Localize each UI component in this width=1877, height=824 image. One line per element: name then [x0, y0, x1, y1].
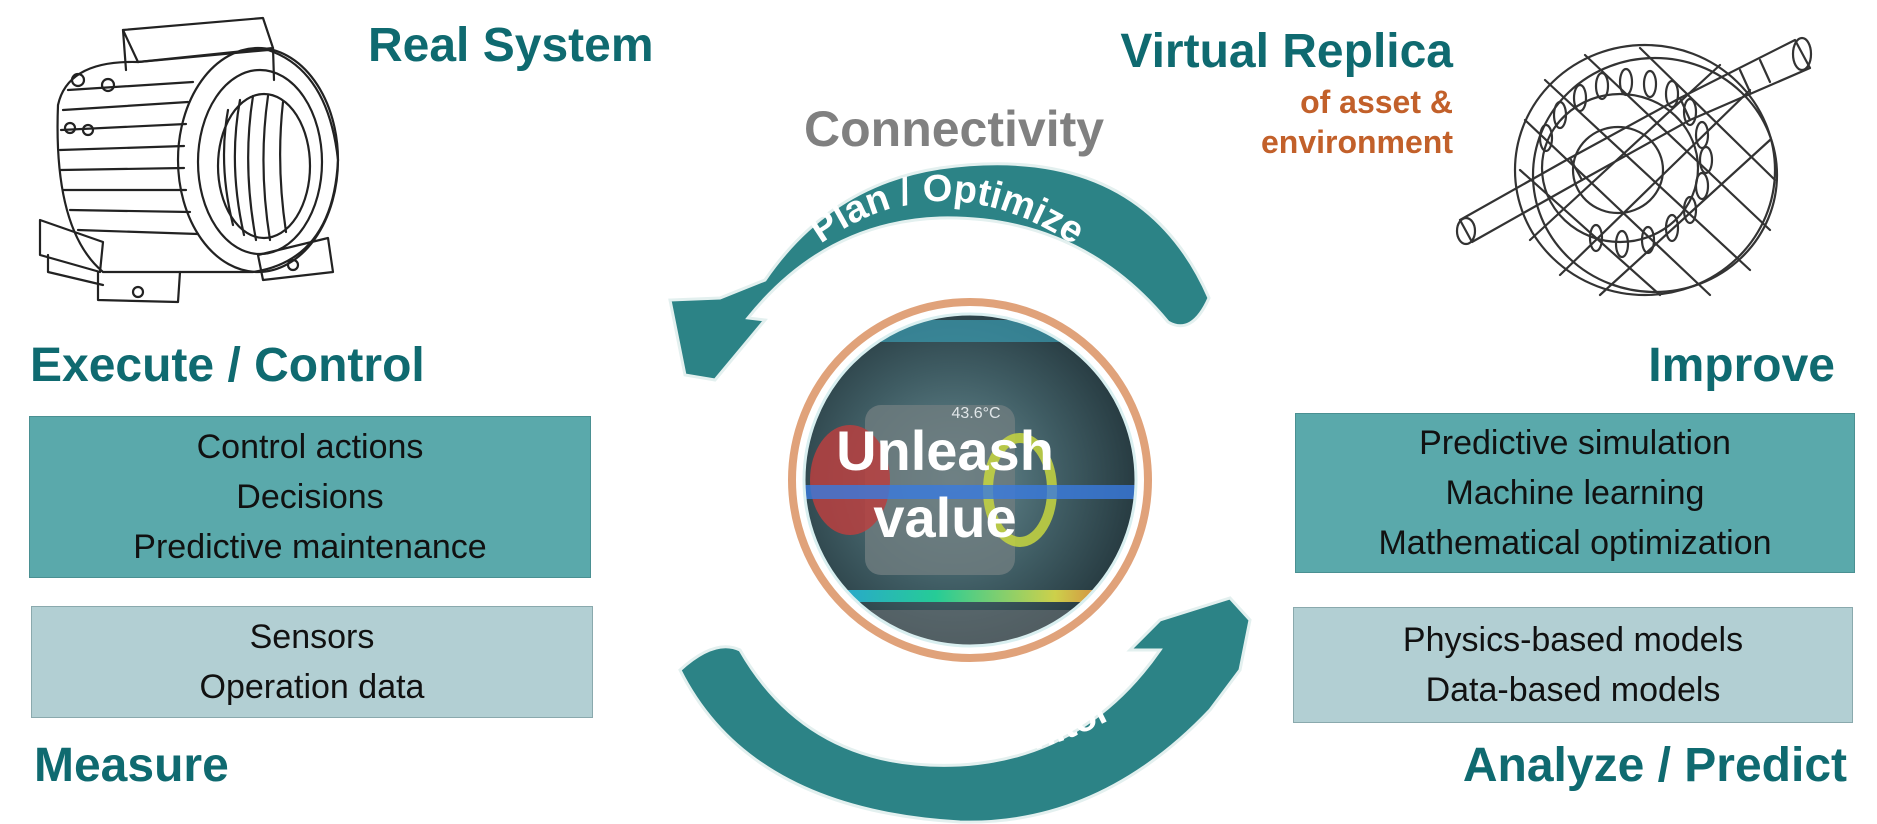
- temperature-readout: 43.6°C: [951, 405, 1000, 422]
- virtual-replica-title: Virtual Replica: [1120, 25, 1453, 78]
- sensor-box-line: Operation data: [199, 668, 425, 706]
- motor-photo: [804, 314, 1136, 646]
- connectivity-label: Connectivity: [804, 101, 1105, 157]
- control-actions-box: Control actions Decisions Predictive mai…: [29, 416, 591, 578]
- value-text: value: [873, 486, 1016, 549]
- improve-heading: Improve: [1648, 339, 1835, 392]
- subtitle-line-1: of asset &: [1300, 84, 1453, 120]
- models-box: Physics-based models Data-based models: [1293, 607, 1853, 723]
- sensor-box-line: Sensors: [249, 618, 375, 656]
- subtitle-line-2: environment: [1260, 124, 1453, 160]
- analyze-predict-heading: Analyze / Predict: [1462, 739, 1847, 792]
- control-box-line: Control actions: [196, 428, 424, 466]
- unleash-text: Unleash: [836, 419, 1054, 482]
- model-box-line: Data-based models: [1425, 671, 1721, 709]
- perceive-monitor-arrow: [678, 596, 1252, 824]
- execute-control-heading: Execute / Control: [30, 339, 425, 392]
- model-box-line: Physics-based models: [1402, 621, 1744, 659]
- value-cycle-diagram: Plan / Optimize Perceive / Monitor 43.6°…: [668, 162, 1252, 824]
- virtual-replica-subtitle: of asset & environment: [1261, 82, 1453, 162]
- control-box-line: Predictive maintenance: [133, 528, 487, 566]
- control-box-line: Decisions: [236, 478, 384, 516]
- improve-box-line: Predictive simulation: [1419, 424, 1731, 462]
- sensors-box: Sensors Operation data: [31, 606, 593, 718]
- rotor-stator-sketch-icon: [1455, 36, 1813, 297]
- motor-housing-sketch-icon: [38, 16, 340, 304]
- plan-optimize-arrow: [668, 162, 1211, 382]
- real-system-title: Real System: [368, 19, 654, 72]
- improve-methods-box: Predictive simulation Machine learning M…: [1295, 413, 1855, 573]
- measure-heading: Measure: [34, 739, 229, 792]
- improve-box-line: Mathematical optimization: [1378, 524, 1772, 562]
- improve-box-line: Machine learning: [1445, 474, 1705, 512]
